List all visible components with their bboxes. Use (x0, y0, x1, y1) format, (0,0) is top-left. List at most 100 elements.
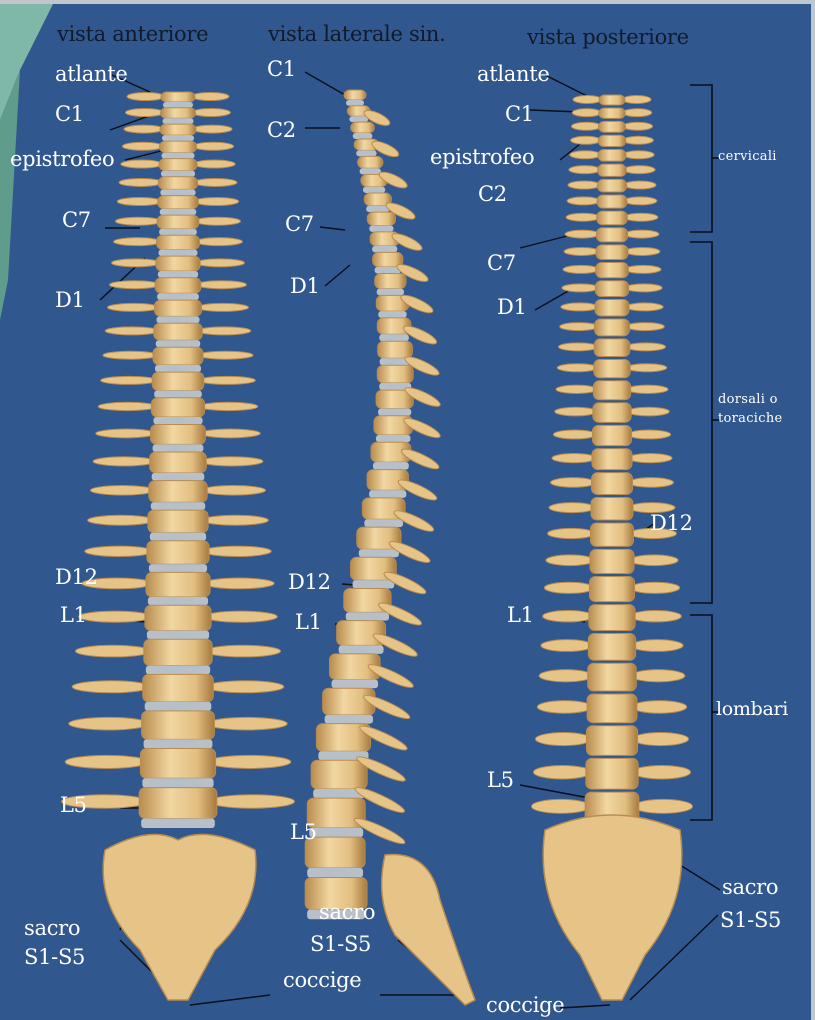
region-lumbar: lombari (716, 700, 788, 719)
vertebra (311, 760, 367, 789)
vertebra (597, 211, 628, 225)
anterior-label-epistrofeo: epistrofeo (10, 149, 114, 170)
vertebra (591, 523, 634, 546)
vertebra (593, 381, 630, 400)
vertebra (161, 92, 195, 102)
lateral-label-c1: C1 (267, 59, 296, 80)
vertebra (595, 300, 629, 316)
vertebra (589, 577, 634, 602)
region-cervical: cervicali (718, 150, 777, 163)
lateral-label-c2: C2 (267, 120, 296, 141)
lateral-label-c7: C7 (285, 214, 314, 235)
posterior-label-d12: D12 (650, 513, 693, 534)
posterior-sacrum (543, 815, 682, 1000)
vertebra (592, 425, 631, 445)
vertebra (337, 621, 386, 646)
posterior-label-sacro: sacro (722, 877, 778, 898)
vertebra (142, 711, 215, 740)
anterior-label-s1s5: S1-S5 (24, 947, 85, 968)
vertebra (148, 510, 208, 533)
region-thoracic-line2: toraciche (718, 412, 783, 425)
vertebra (150, 452, 207, 473)
vertebra (588, 633, 635, 660)
lateral-sacrum (382, 855, 475, 1005)
anterior-label-c1: C1 (55, 104, 84, 125)
vertebra (596, 228, 627, 242)
vertebra (589, 605, 635, 631)
lateral-label-s1s5: S1-S5 (310, 934, 371, 955)
vertebra (592, 449, 632, 470)
vertebra (154, 300, 201, 316)
posterior-label-atlante: atlante (477, 64, 550, 85)
posterior-label-l5: L5 (487, 770, 514, 791)
vertebra (586, 758, 638, 789)
lateral-label-coccige: coccige (283, 970, 361, 991)
header-posterior: vista posteriore (527, 27, 689, 48)
vertebra (598, 135, 626, 146)
vertebra (351, 122, 375, 133)
vertebra (155, 278, 201, 294)
region-thoracic-line1: dorsali o (718, 393, 778, 406)
vertebra (591, 497, 633, 520)
posterior-label-c1: C1 (505, 104, 534, 125)
anterior-sacrum (103, 834, 256, 1000)
vertebra (592, 473, 633, 495)
vertebra (149, 481, 207, 503)
lateral-label-d12: D12 (288, 572, 331, 593)
vertebra (590, 549, 634, 573)
vertebra (595, 281, 628, 297)
header-anterior: vista anteriore (57, 24, 208, 45)
vertebra (597, 179, 626, 192)
vertebra (151, 424, 206, 444)
lateral-label-sacro: sacro (319, 902, 375, 923)
vertebra (595, 319, 630, 336)
vertebra (156, 256, 200, 271)
vertebra (596, 263, 629, 278)
posterior-label-epistrofeo: epistrofeo (430, 147, 534, 168)
vertebra (588, 663, 637, 691)
vertebra (140, 749, 215, 779)
lateral-label-l1: L1 (295, 612, 322, 633)
vertebra (157, 235, 200, 249)
vertebra (153, 347, 203, 365)
vertebra (597, 195, 627, 208)
vertebra (143, 674, 214, 701)
vertebra (152, 372, 204, 390)
vertebra (378, 341, 413, 358)
anterior-label-l5: L5 (60, 795, 87, 816)
vertebra (147, 541, 209, 564)
vertebra (367, 212, 395, 225)
vertebra (159, 159, 197, 171)
vertebra (587, 694, 637, 723)
vertebra (596, 245, 628, 260)
vertebra (157, 215, 199, 229)
vertebra (161, 108, 196, 118)
vertebra (159, 141, 196, 152)
posterior-label-s1s5: S1-S5 (720, 910, 781, 931)
vertebra (598, 121, 625, 132)
lateral-label-d1: D1 (290, 276, 320, 297)
vertebra (599, 108, 626, 118)
vertebra (158, 196, 199, 209)
anterior-column (62, 92, 295, 828)
vertebra (593, 403, 631, 423)
vertebra (594, 339, 630, 357)
vertebra (598, 149, 626, 161)
vertebra (375, 274, 406, 289)
vertebra (151, 398, 204, 417)
posterior-column (531, 95, 692, 824)
posterior-label-c2: C2 (478, 184, 507, 205)
vertebra (146, 572, 210, 596)
anterior-label-d12: D12 (55, 567, 98, 588)
vertebra (599, 95, 625, 105)
anterior-label-atlante: atlante (55, 64, 128, 85)
anterior-label-sacro: sacro (24, 918, 80, 939)
anterior-label-l1: L1 (60, 605, 87, 626)
posterior-label-coccige: coccige (486, 995, 564, 1016)
header-lateral: vista laterale sin. (268, 24, 445, 45)
posterior-label-d1: D1 (497, 297, 527, 318)
vertebra (139, 788, 217, 819)
anterior-label-c7: C7 (62, 210, 91, 231)
